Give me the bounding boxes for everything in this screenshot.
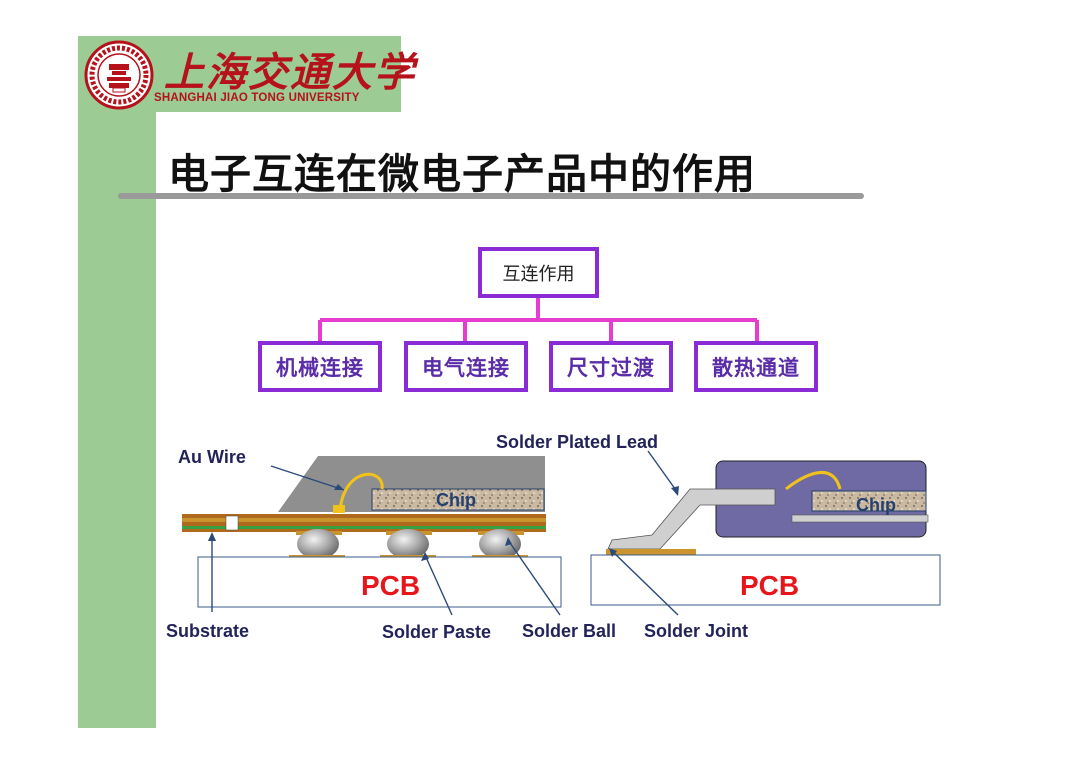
university-emblem-icon	[84, 40, 154, 110]
label-substrate: Substrate	[166, 621, 250, 641]
tree-child-dimension: 尺寸过渡	[549, 341, 673, 392]
tree-child-thermal: 散热通道	[694, 341, 818, 392]
chip-die-left	[371, 488, 545, 511]
label-pcb-left: PCB	[361, 570, 421, 601]
leader-au-wire	[270, 465, 345, 491]
label-au-wire: Au Wire	[178, 447, 246, 467]
solder-joint-pad	[606, 549, 696, 555]
label-solder-ball: Solder Ball	[522, 621, 617, 641]
label-solder-joint: Solder Joint	[644, 621, 749, 641]
chip-die-right	[811, 490, 927, 512]
pcb-board-left	[197, 556, 562, 608]
label-solder-plated-lead: Solder Plated Lead	[496, 432, 659, 452]
solder-ball-1	[297, 529, 339, 559]
label-chip-left: Chip	[436, 490, 476, 510]
label-solder-paste: Solder Paste	[382, 622, 492, 642]
leader-solder-joint	[610, 549, 679, 616]
solder-ball-3	[479, 529, 521, 559]
plated-lead	[607, 488, 776, 550]
solder-ball-2	[387, 529, 429, 559]
university-logo-chinese: 上海交通大学	[164, 49, 416, 96]
label-chip-right: Chip	[856, 495, 896, 515]
label-pcb-right: PCB	[740, 570, 800, 601]
tree-child-mechanical: 机械连接	[258, 341, 382, 392]
title-underline	[118, 193, 864, 199]
leader-solder-ball	[507, 539, 561, 616]
leader-plated-lead	[647, 450, 679, 494]
slide-title: 电子互连在微电子产品中的作用	[168, 150, 756, 198]
university-logo-english: SHANGHAI JIAO TONG UNIVERSITY	[154, 92, 360, 104]
sidebar-band	[78, 36, 156, 728]
au-wire	[338, 472, 384, 511]
pcb-board-right	[590, 554, 941, 606]
tree-child-electrical: 电气连接	[404, 341, 528, 392]
leader-solder-paste	[424, 554, 453, 616]
tree-root-box: 互连作用	[478, 247, 599, 298]
